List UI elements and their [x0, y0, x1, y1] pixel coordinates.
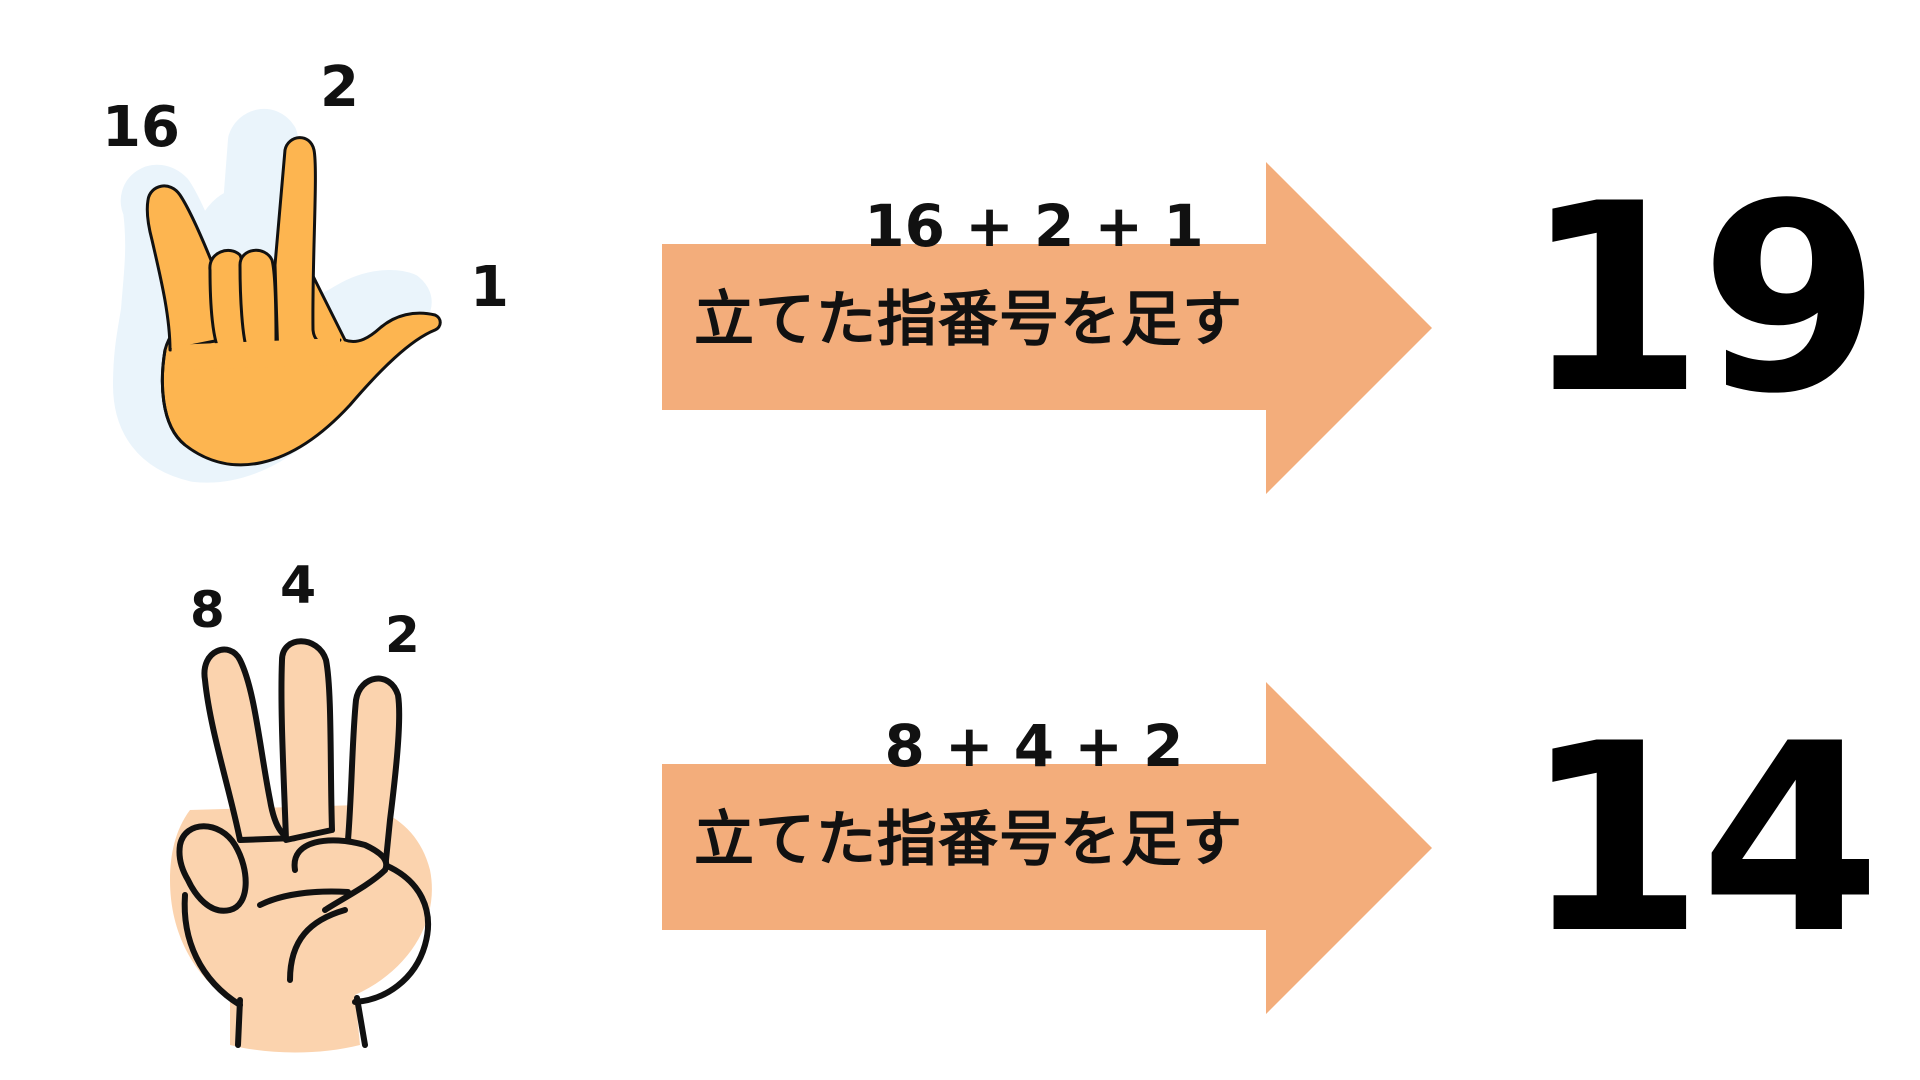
- instruction-label: 立てた指番号を足す: [694, 285, 1243, 355]
- finger-number-right: 2: [385, 606, 420, 664]
- finger-number-left: 8: [190, 581, 225, 639]
- hand-love-sign: 16 2 1: [90, 40, 530, 520]
- result-number: 19: [1523, 149, 1881, 451]
- finger-number-pinky: 16: [102, 95, 180, 160]
- hand-three-fingers: 8 4 2: [90, 540, 530, 1060]
- arrow-shape: [662, 682, 1432, 1014]
- formula-label: 16 + 2 + 1: [864, 192, 1204, 260]
- finger-number-index: 2: [320, 55, 359, 120]
- arrow-sum: 8 + 4 + 2 立てた指番号を足す: [662, 682, 1432, 1014]
- formula-label: 8 + 4 + 2: [884, 712, 1184, 780]
- arrow-sum: 16 + 2 + 1 立てた指番号を足す: [662, 162, 1432, 494]
- finger-number-middle: 4: [280, 556, 317, 616]
- finger-number-thumb: 1: [470, 255, 509, 320]
- arrow-shape: [662, 162, 1432, 494]
- bottom-row: 8 4 2 8 + 4 + 2 立てた指番号を足す 14: [0, 520, 1920, 1053]
- result-number: 14: [1523, 689, 1881, 991]
- top-row: 16 2 1 16 + 2 + 1 立てた指番号を足す 19: [0, 0, 1920, 520]
- instruction-label: 立てた指番号を足す: [694, 805, 1243, 875]
- hand-love-sign-icon: [113, 109, 442, 483]
- hand-three-fingers-icon: [170, 638, 432, 1053]
